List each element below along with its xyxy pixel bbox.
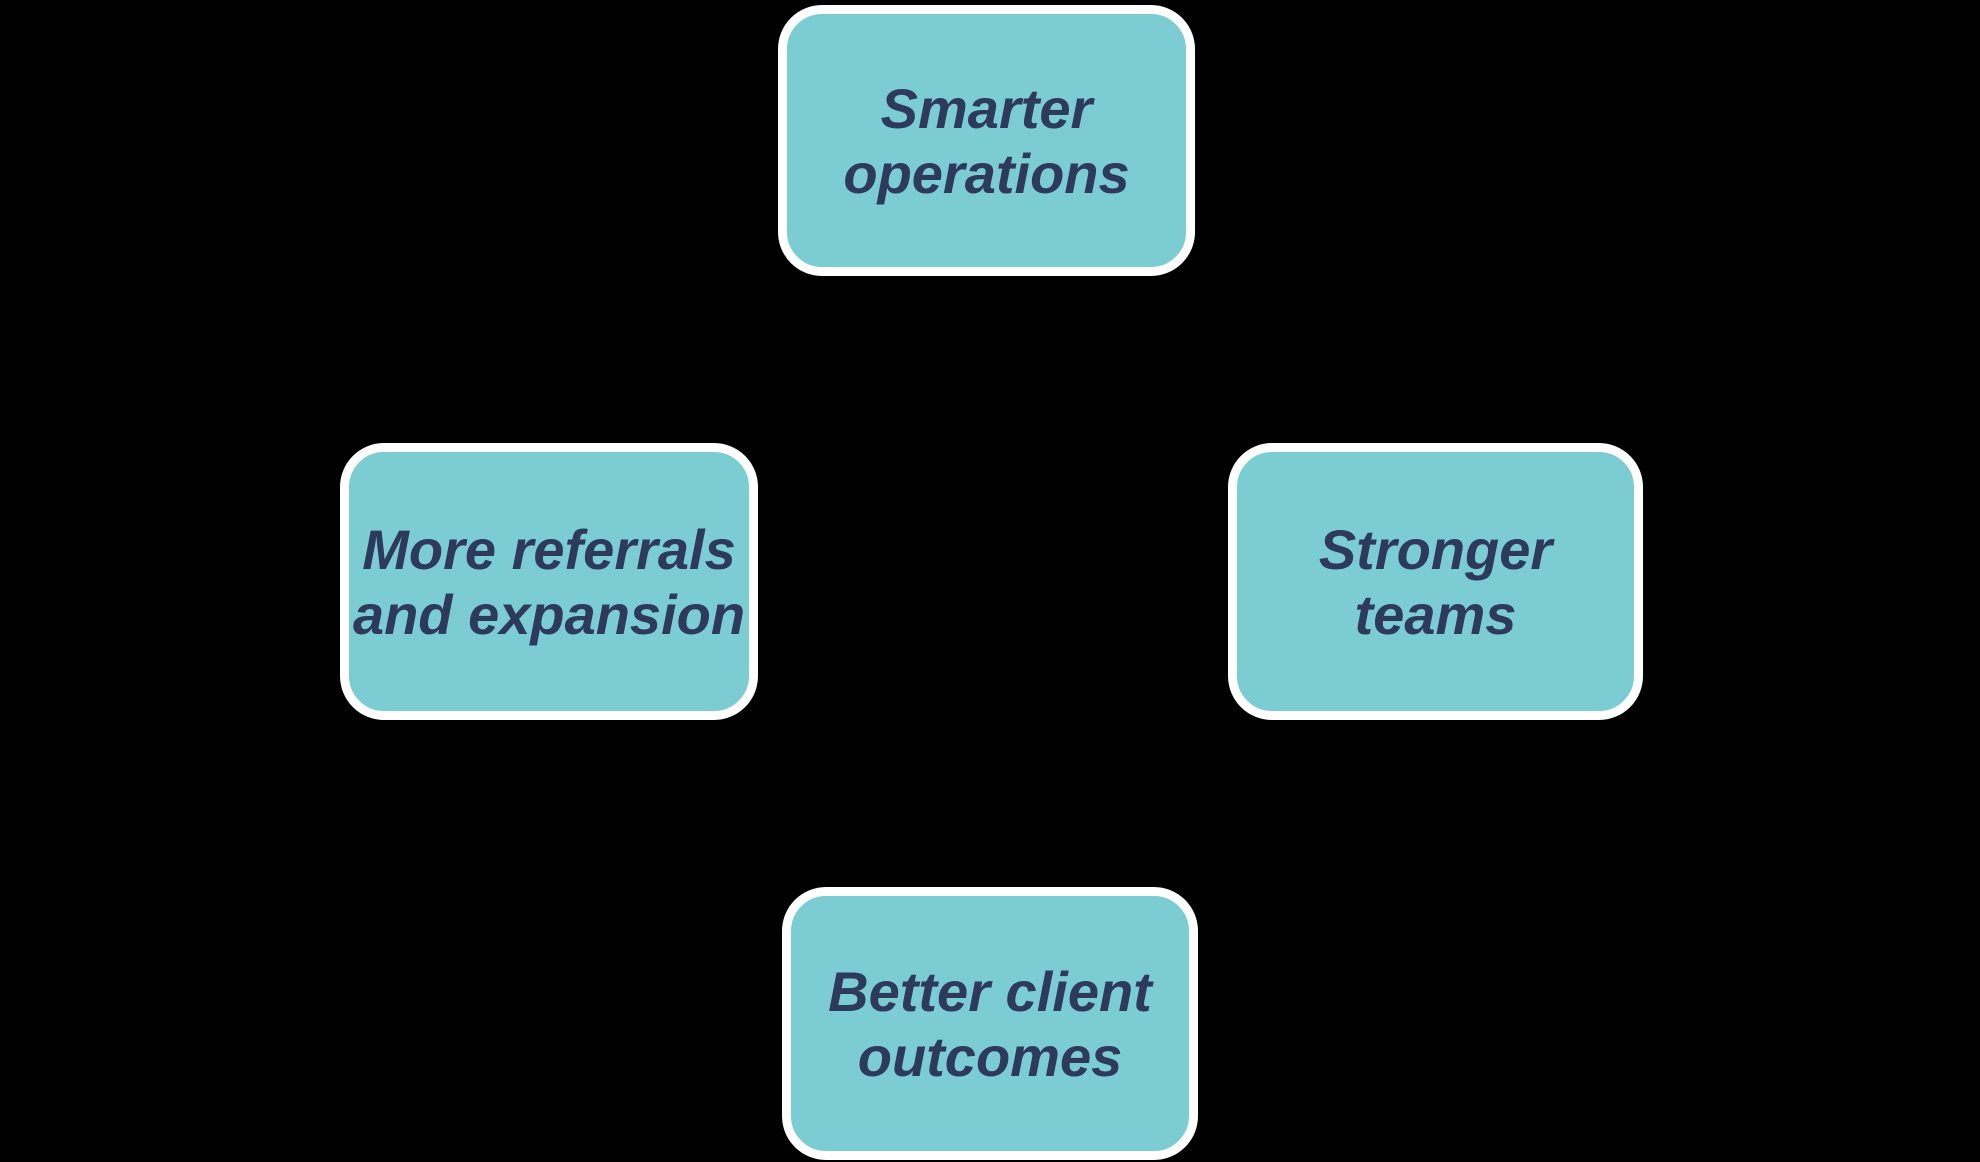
node-smarter-operations: Smarter operations [778,5,1195,276]
node-better-client-outcomes: Better client outcomes [782,887,1198,1160]
node-better-client-outcomes-label: Better client outcomes [828,959,1152,1088]
node-more-referrals-and-expansion-label: More referrals and expansion [352,517,746,646]
node-more-referrals-and-expansion: More referrals and expansion [340,443,758,720]
node-stronger-teams: Stronger teams [1228,443,1643,720]
node-stronger-teams-label: Stronger teams [1318,517,1553,646]
node-smarter-operations-label: Smarter operations [843,76,1130,205]
